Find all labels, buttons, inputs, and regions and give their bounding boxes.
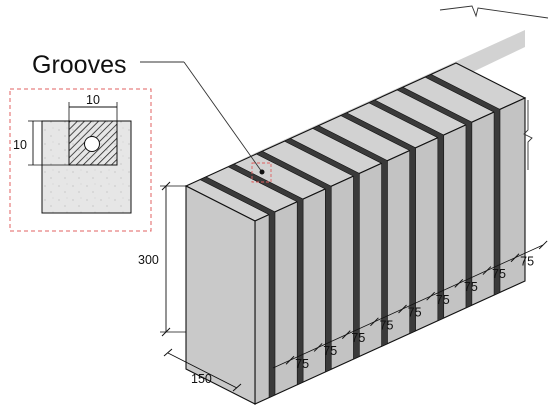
beam-height-label: 300 — [138, 253, 159, 267]
groove-spacing-label: 75 — [323, 344, 337, 358]
groove — [255, 150, 332, 373]
groove-spacing-label: 75 — [492, 267, 506, 281]
spacing-tick — [313, 343, 323, 352]
groove — [396, 86, 473, 309]
groove — [311, 125, 388, 347]
spacing-tick — [426, 291, 436, 301]
groove-group — [199, 74, 501, 399]
beam-width-label: 150 — [191, 372, 212, 386]
spacing-tick — [370, 317, 379, 327]
groove-spacing-label: 75 — [295, 357, 309, 371]
detail-height-label: 10 — [13, 138, 27, 152]
groove-spacing-label: 75 — [464, 280, 478, 294]
width-tick-left — [163, 348, 173, 357]
groove — [283, 138, 360, 360]
break-line — [439, 5, 549, 19]
break-line-side — [523, 100, 533, 170]
groove — [424, 74, 501, 296]
groove-spacing-label: 75 — [351, 331, 365, 345]
groove-spacing-label: 75 — [408, 306, 422, 320]
width-tick-right — [232, 383, 242, 392]
spacing-tick — [482, 266, 492, 275]
spacing-tick — [454, 279, 464, 288]
height-tick-bottom — [161, 327, 171, 337]
groove — [368, 99, 445, 322]
width-dim-line — [167, 352, 238, 389]
callout-leader-diagonal — [183, 61, 263, 173]
detail-width-label: 10 — [86, 93, 100, 107]
groove-spacing-label: 75 — [520, 254, 534, 268]
spacing-tick — [538, 240, 548, 250]
detail-groove-hole — [84, 136, 100, 152]
groove — [339, 112, 416, 334]
grooves-callout-label: Grooves — [32, 51, 126, 79]
spacing-tick — [285, 355, 295, 365]
height-tick-top — [161, 181, 171, 191]
groove-spacing-label: 75 — [380, 318, 394, 332]
groove-spacing-dimensions: 75 75 75 75 75 75 75 75 75 — [272, 240, 548, 371]
groove — [227, 163, 304, 386]
spacing-tick — [341, 330, 351, 339]
beam-end-face — [185, 185, 256, 405]
callout-target-box — [251, 162, 272, 183]
callout-dot — [259, 169, 265, 175]
groove-spacing-label: 75 — [436, 293, 450, 307]
spacing-tick — [398, 304, 407, 314]
spacing-tick — [510, 253, 520, 263]
groove — [199, 176, 276, 399]
